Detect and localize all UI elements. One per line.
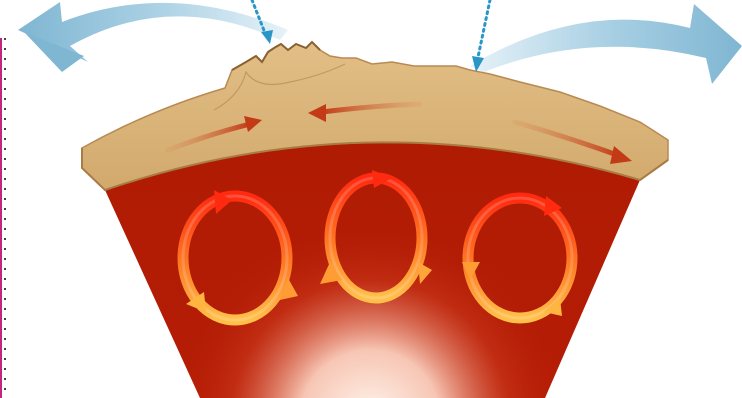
curved-arrow-right-icon — [470, 4, 742, 84]
